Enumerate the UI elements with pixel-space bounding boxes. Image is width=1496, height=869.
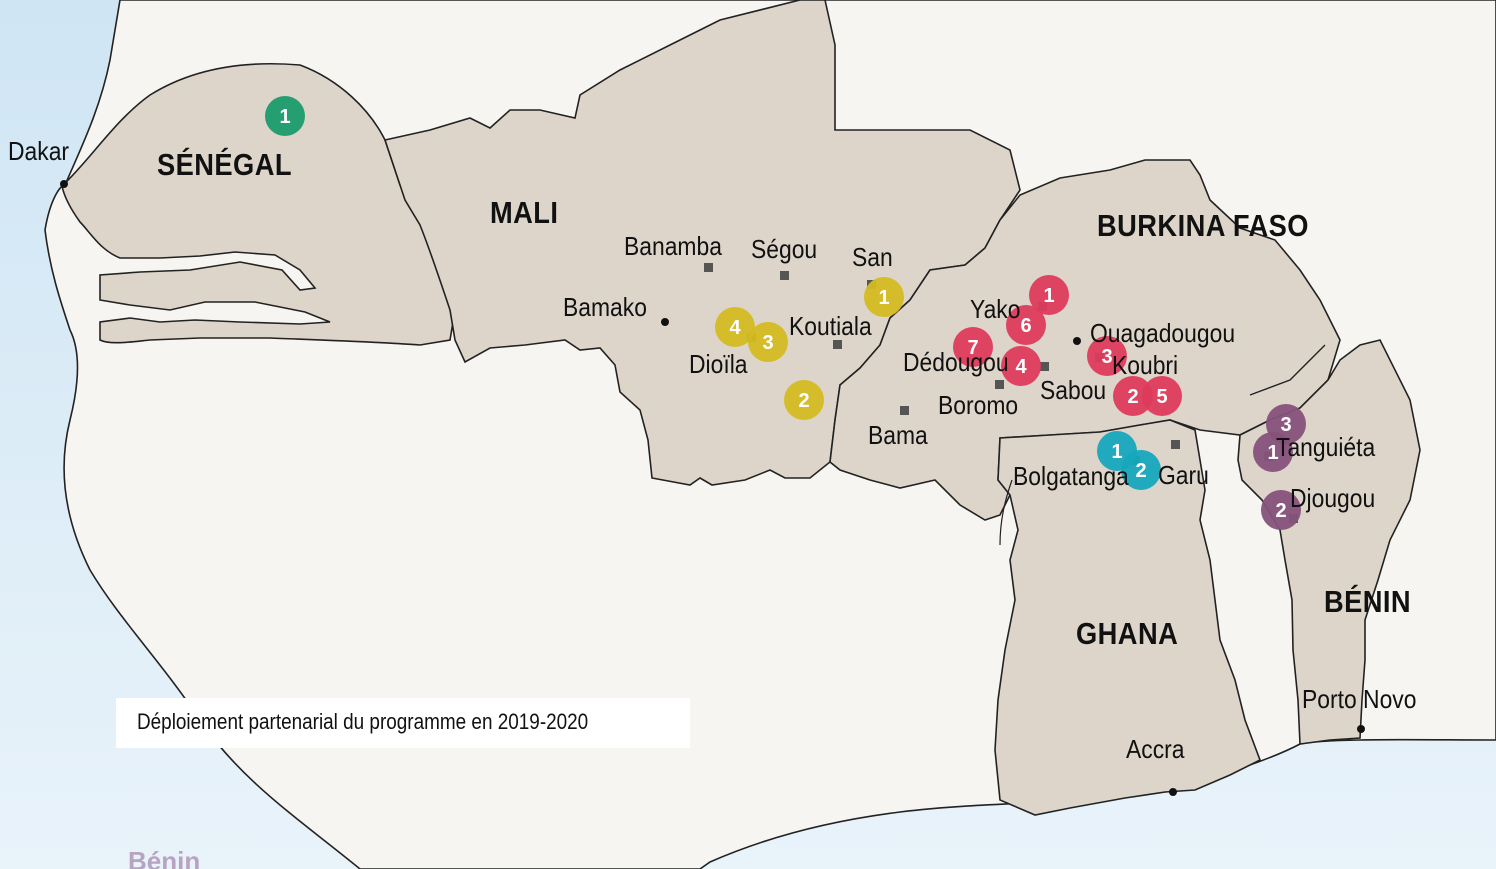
partner-marker: 4 xyxy=(715,307,755,347)
partner-marker-circle xyxy=(784,380,824,420)
legend-text: Déploiement partenarial du programme en … xyxy=(137,709,589,734)
partner-marker-count: 4 xyxy=(1015,356,1027,378)
town-label-segou: Ségou xyxy=(751,234,818,264)
partner-marker: 1 xyxy=(265,96,305,136)
partner-marker: 3 xyxy=(748,322,788,362)
partner-marker: 3 xyxy=(1087,336,1127,376)
partner-marker-count: 2 xyxy=(798,390,809,412)
partner-marker: 2 xyxy=(784,380,824,420)
town-label-dioila: Dioïla xyxy=(689,349,748,379)
partner-marker-count: 2 xyxy=(1135,460,1146,482)
partner-marker-circle xyxy=(715,307,755,347)
town-square xyxy=(1171,440,1180,449)
partner-marker-circle xyxy=(864,277,904,317)
partner-marker: 1 xyxy=(1029,275,1069,315)
partner-marker-count: 4 xyxy=(729,317,741,339)
town-label-yako: Yako xyxy=(970,294,1021,324)
partner-marker-circle xyxy=(265,96,305,136)
partner-marker-count: 2 xyxy=(1275,500,1286,522)
partner-marker-count: 2 xyxy=(1127,386,1138,408)
partner-marker-circle xyxy=(1029,275,1069,315)
partner-marker: 1 xyxy=(864,277,904,317)
partner-marker-count: 1 xyxy=(1111,441,1122,463)
legend-box: Déploiement partenarial du programme en … xyxy=(116,698,690,748)
town-square xyxy=(704,263,713,272)
country-label-burkina-faso: BURKINA FASO xyxy=(1097,208,1309,243)
town-label-koubri: Koubri xyxy=(1112,350,1179,380)
capital-label-ouagadougou: Ouagadougou xyxy=(1090,318,1236,348)
partner-marker: 2 xyxy=(1121,450,1161,490)
partner-marker-circle xyxy=(1087,336,1127,376)
partner-marker-count: 3 xyxy=(762,332,773,354)
partner-marker-count: 5 xyxy=(1156,386,1167,408)
partner-marker: 7 xyxy=(953,327,993,367)
partner-marker-circle xyxy=(1253,432,1293,472)
town-label-bama: Bama xyxy=(868,420,928,450)
capital-dot xyxy=(1357,725,1365,733)
capital-points xyxy=(60,180,1365,796)
town-label-garu: Garu xyxy=(1158,460,1209,490)
mali-shape xyxy=(383,0,1021,486)
ghana-shape xyxy=(994,419,1262,816)
town-square xyxy=(833,340,842,349)
partner-marker: 1 xyxy=(1253,432,1293,472)
partner-marker-count: 1 xyxy=(279,106,290,128)
partner-marker-circle xyxy=(1006,305,1046,345)
town-label-bolgatanga: Bolgatanga xyxy=(1013,461,1129,491)
partner-marker-circle xyxy=(1001,346,1041,386)
capital-dot xyxy=(60,180,68,188)
river xyxy=(999,479,1013,546)
capital-dot xyxy=(1073,337,1081,345)
partner-marker: 2 xyxy=(1113,376,1153,416)
town-label-sabou: Sabou xyxy=(1040,375,1107,405)
town-square xyxy=(995,380,1004,389)
partner-marker-circle xyxy=(1121,450,1161,490)
partner-marker-count: 3 xyxy=(1101,346,1112,368)
town-label-koutiala: Koutiala xyxy=(789,311,872,341)
capital-dot xyxy=(661,318,669,326)
partner-marker-circle xyxy=(1142,376,1182,416)
town-label-dedougou: Dédougou xyxy=(903,347,1009,377)
country-label-ghana: GHANA xyxy=(1076,616,1179,651)
country-label-senegal: SÉNÉGAL xyxy=(157,147,292,182)
partner-marker-circle xyxy=(748,322,788,362)
town-label-tanguieta: Tanguiéta xyxy=(1276,432,1376,462)
town-square xyxy=(900,406,909,415)
river xyxy=(1249,344,1326,396)
capital-label-dakar: Dakar xyxy=(8,136,70,166)
partner-marker-count: 3 xyxy=(1280,414,1291,436)
capital-dot xyxy=(1169,788,1177,796)
town-label-djougou: Djougou xyxy=(1290,483,1376,513)
country-label-benin: BÉNIN xyxy=(1324,584,1412,619)
partner-marker-count: 1 xyxy=(1043,285,1054,307)
partner-marker-count: 1 xyxy=(1267,442,1278,464)
partner-marker-circle xyxy=(953,327,993,367)
town-label-boromo: Boromo xyxy=(938,390,1019,420)
partner-marker-count: 7 xyxy=(967,337,978,359)
partner-marker-circle xyxy=(1261,490,1301,530)
senegal-shape xyxy=(61,62,456,346)
partner-marker-count: 1 xyxy=(878,287,889,309)
footer-partial-heading: Bénin xyxy=(128,846,201,869)
capital-label-accra: Accra xyxy=(1126,734,1185,764)
partner-marker: 2 xyxy=(1261,490,1301,530)
capital-label-bamako: Bamako xyxy=(563,292,647,322)
country-label-mali: MALI xyxy=(490,195,559,230)
partner-marker-count: 6 xyxy=(1020,315,1031,337)
partner-marker: 4 xyxy=(1001,346,1041,386)
partner-marker: 6 xyxy=(1006,305,1046,345)
partner-marker-circle xyxy=(1113,376,1153,416)
partner-marker: 5 xyxy=(1142,376,1182,416)
town-square xyxy=(1040,362,1049,371)
town-square xyxy=(780,271,789,280)
town-label-san: San xyxy=(852,242,893,272)
town-label-banamba: Banamba xyxy=(624,231,722,261)
capital-label-porto-novo: Porto Novo xyxy=(1302,684,1417,714)
